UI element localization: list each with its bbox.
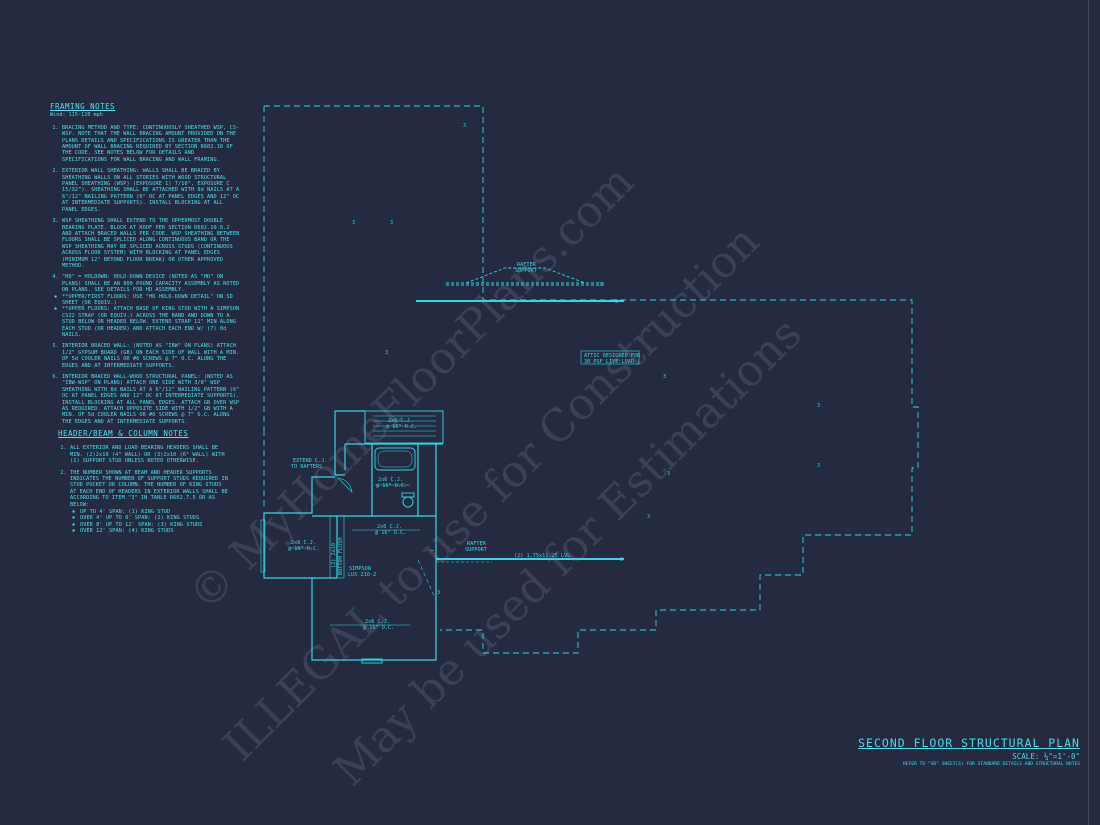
support-number: 3 bbox=[385, 350, 388, 356]
cj-bath-label: 2x6 C.J. bbox=[378, 477, 403, 483]
framing-note: BRACING METHOD AND TYPE: CONTINUOUSLY SH… bbox=[62, 125, 240, 163]
interior-walls bbox=[263, 410, 443, 661]
cj-left-label: 2x6 C.J. bbox=[291, 540, 316, 546]
window bbox=[260, 519, 266, 573]
support-number: 3 bbox=[817, 463, 820, 469]
support-number: 3 bbox=[463, 123, 466, 129]
framing-notes: FRAMING NOTES Wind: 115-120 mph BRACING … bbox=[50, 102, 240, 430]
king-stud-rule: OVER 12' SPAN: (4) KING STUDS bbox=[72, 528, 228, 535]
rafter-support-top-label: RAFTER bbox=[517, 262, 537, 268]
sheet-title: SECOND FLOOR STRUCTURAL PLAN bbox=[858, 736, 1080, 750]
attic-label: ATTIC DESIGNED FOR bbox=[584, 353, 641, 359]
simpson-label: LUS 210-2 bbox=[348, 572, 376, 578]
bathtub-inner bbox=[377, 450, 413, 468]
rafter-support-top bbox=[446, 267, 606, 286]
support-number: 3 bbox=[667, 471, 670, 477]
support-number: 3 bbox=[352, 220, 355, 226]
support-number: 3 bbox=[647, 514, 650, 520]
header-notes-title: HEADER/BEAM & COLUMN NOTES bbox=[58, 429, 189, 438]
cj-arrows bbox=[290, 484, 420, 626]
framing-note: WSP SHEATHING SHALL EXTEND TO THE UPPERM… bbox=[62, 218, 240, 269]
framing-bullet: **UPPER/FIRST FLOORS: USE "HD HOLD-DOWN … bbox=[54, 294, 240, 307]
support-number: 3 bbox=[437, 590, 440, 596]
toilet-tank bbox=[401, 492, 415, 498]
cj-stair-label: @ 16" O.C. bbox=[386, 424, 417, 430]
extend-cj-label: TO RAFTERS bbox=[291, 464, 322, 470]
flush-beam bbox=[329, 515, 345, 579]
framing-notes-title: FRAMING NOTES bbox=[50, 102, 116, 111]
bathtub bbox=[374, 447, 416, 471]
cj-center-label: @ 16" O.C. bbox=[375, 530, 406, 536]
door-swing bbox=[337, 477, 353, 493]
cj-center-label: 2x6 C.J. bbox=[377, 524, 402, 530]
support-number: 3 bbox=[663, 374, 666, 380]
door bbox=[361, 658, 383, 664]
support-number: 3 bbox=[599, 282, 602, 288]
toilet bbox=[402, 496, 414, 508]
lvl-beam-label: (2) 1.75x11.25 LVL bbox=[514, 553, 570, 559]
header-beam-column-notes: HEADER/BEAM & COLUMN NOTES ALL EXTERIOR … bbox=[58, 429, 228, 535]
support-number: 3 bbox=[620, 557, 623, 563]
king-stud-rule: OVER 4' UP TO 8' SPAN: (2) KING STUDS bbox=[72, 515, 228, 522]
framing-note: EXTERIOR WALL SHEATHING: WALLS SHALL BE … bbox=[62, 168, 240, 213]
cj-left-label: @ 16" O.C. bbox=[288, 546, 319, 552]
reference-note: REFER TO "SD" SHEET(S) FOR STANDARD DETA… bbox=[902, 762, 1080, 767]
extend-cj-label: EXTEND C.J. bbox=[293, 458, 327, 464]
flush-beam-label: (2) 2x10 bbox=[331, 543, 337, 568]
cj-stair-label: 2x6 C.J. bbox=[388, 418, 413, 424]
support-number: 3 bbox=[615, 299, 618, 305]
header-note: ALL EXTERIOR AND LOAD BEARING HEADERS SH… bbox=[70, 445, 228, 464]
rafter-support-top-label: SUPPORT bbox=[515, 268, 537, 274]
flush-beam-label: BOTTOM FLUSH bbox=[338, 538, 344, 575]
roof-outline bbox=[263, 105, 919, 654]
attic-label: 30 PSF LIVE LOAD bbox=[584, 359, 634, 365]
wind-speed: Wind: 115-120 mph bbox=[50, 112, 103, 119]
king-stud-rule: UP TO 4' SPAN: (1) KING STUD bbox=[72, 509, 228, 516]
framing-bullet: **UPPER FLOORS: ATTACH BASE OF KING STUD… bbox=[54, 306, 240, 338]
attic-box bbox=[580, 350, 640, 365]
framing-note: INTERIOR BRACED WALL-WOOD STRUCTURAL PAN… bbox=[62, 374, 240, 425]
support-number: 3 bbox=[390, 220, 393, 226]
scale-label: SCALE: ¼"=1'-0" bbox=[1012, 752, 1080, 761]
ridge-lines bbox=[417, 549, 437, 601]
cj-bottom-label: @ 16" O.C. bbox=[363, 625, 394, 631]
stair-treads bbox=[364, 411, 436, 444]
rafter-support-mid-label: RAFTER bbox=[467, 541, 487, 547]
rafter-support-mid-label: SUPPORT bbox=[465, 547, 487, 553]
king-stud-rule: OVER 8' UP TO 12' SPAN: (3) KING STUDS bbox=[72, 522, 228, 529]
support-number: 3 bbox=[817, 403, 820, 409]
framing-note: "HD" = HOLDOWN: HOLD-DOWN DEVICE (NOTED … bbox=[62, 274, 240, 293]
sheet-border bbox=[1088, 0, 1089, 825]
cj-bath-label: @ 16" O.C. bbox=[376, 483, 407, 489]
cj-bottom-label: 2x6 C.J. bbox=[365, 619, 390, 625]
header-note: THE NUMBER SHOWN AT BEAM AND HEADER SUPP… bbox=[70, 470, 228, 508]
simpson-label: SIMPSON bbox=[349, 566, 371, 572]
framing-note: INTERIOR BRACED WALL: (NOTED AS "IBW" ON… bbox=[62, 343, 240, 369]
